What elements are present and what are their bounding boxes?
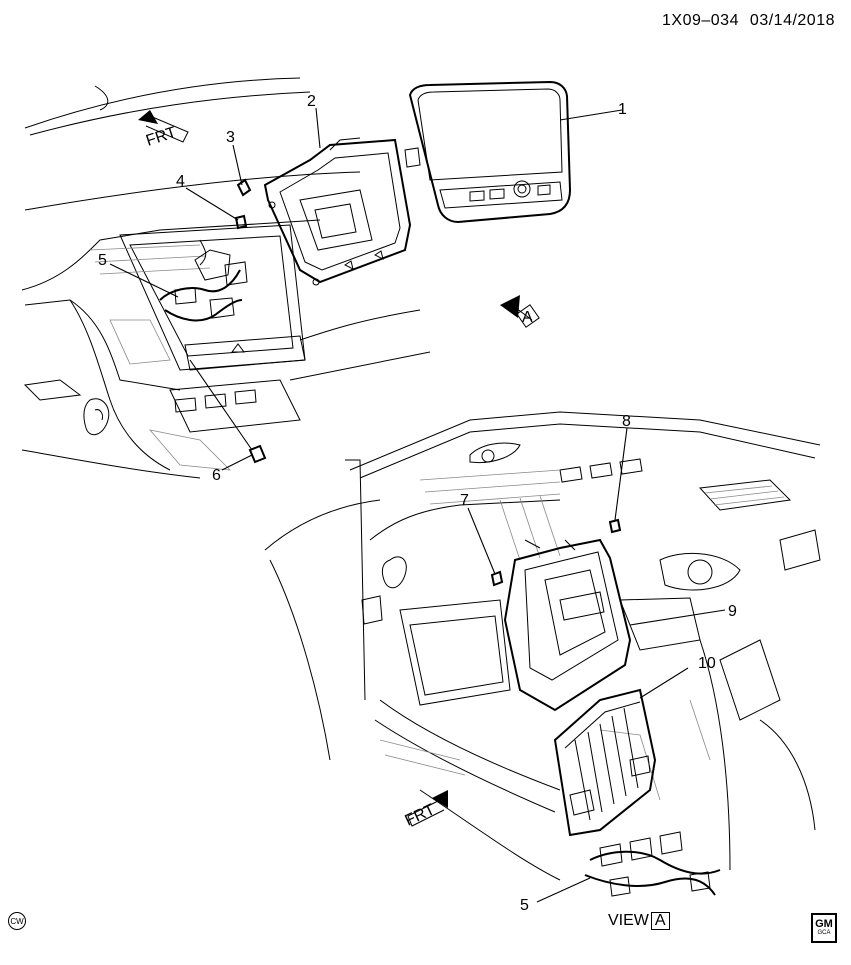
diagram-code: 1X09–034 bbox=[662, 12, 739, 29]
callout-1: 1 bbox=[618, 101, 627, 118]
callout-8: 8 bbox=[622, 413, 631, 430]
front-arrow-lower-icon: FRT bbox=[403, 790, 448, 830]
callout-4: 4 bbox=[176, 173, 185, 190]
callout-9: 9 bbox=[728, 603, 737, 620]
callout-10: 10 bbox=[698, 655, 716, 672]
lower-dash-context bbox=[264, 411, 821, 881]
callout-labels: 1 2 3 4 5 6 7 8 9 10 5 bbox=[98, 93, 737, 914]
upper-dash-context bbox=[21, 77, 431, 479]
callout-3: 3 bbox=[226, 129, 235, 146]
view-arrow-icon: A bbox=[500, 295, 540, 328]
diagram-header: 1X09–034 03/14/2018 bbox=[656, 12, 835, 30]
display-bracket-upper bbox=[263, 137, 412, 286]
upper-leaders bbox=[109, 107, 623, 471]
callout-5-lower: 5 bbox=[520, 897, 529, 914]
gm-logo-icon: GM GCA bbox=[811, 913, 837, 943]
callout-7: 7 bbox=[460, 492, 469, 509]
upper-wiring-harness bbox=[159, 239, 248, 322]
gm-logo-bottom: GCA bbox=[817, 930, 831, 936]
module-bracket bbox=[503, 538, 632, 712]
svg-text:A: A bbox=[522, 309, 533, 326]
callout-5: 5 bbox=[98, 252, 107, 269]
view-label-ref: A bbox=[650, 912, 670, 930]
gm-logo-top: GM bbox=[815, 918, 833, 930]
callout-2: 2 bbox=[307, 93, 316, 110]
view-label-text: VIEW bbox=[608, 912, 649, 929]
upper-fasteners bbox=[234, 178, 267, 464]
svg-text:FRT: FRT bbox=[403, 801, 438, 830]
lower-wiring-harness bbox=[584, 831, 721, 897]
lower-leaders bbox=[467, 427, 726, 903]
callout-6: 6 bbox=[212, 467, 221, 484]
cw-mark-icon: CW bbox=[8, 912, 26, 930]
front-arrow-icon: FRT bbox=[138, 110, 189, 150]
display-module bbox=[404, 80, 572, 224]
lower-fasteners bbox=[490, 518, 622, 587]
diagram-date: 03/14/2018 bbox=[749, 12, 835, 29]
control-module bbox=[553, 688, 657, 837]
